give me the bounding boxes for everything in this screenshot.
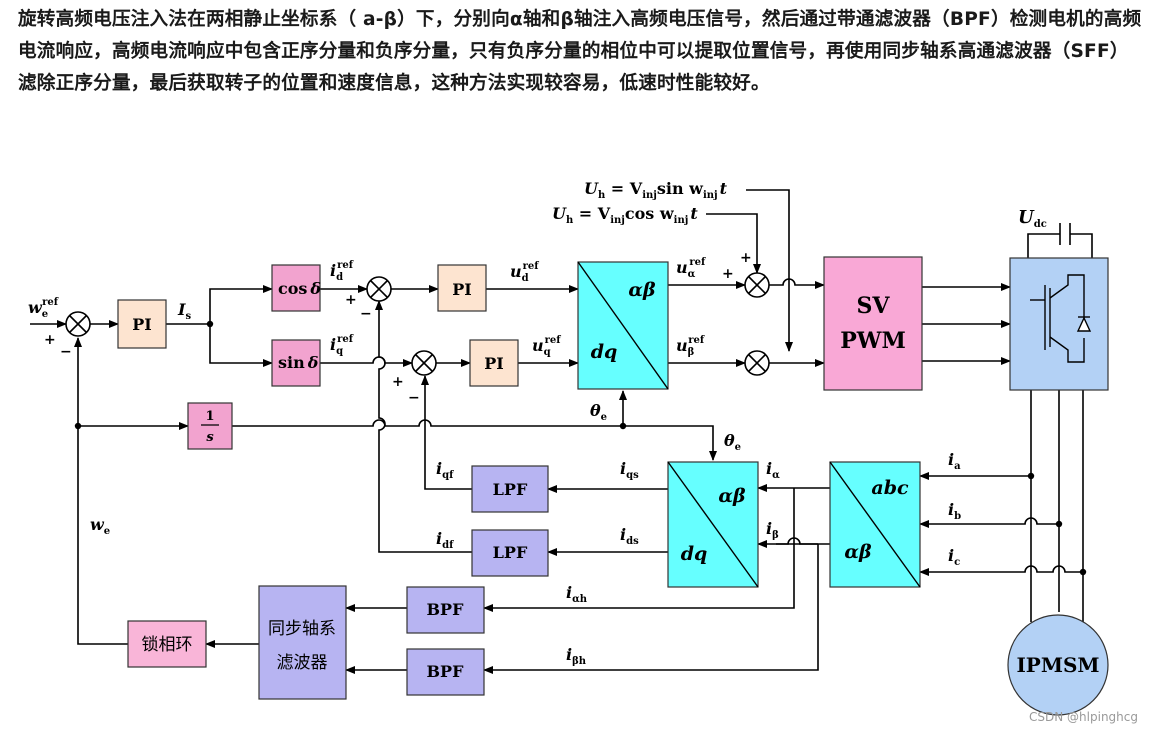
ib-label: ib — [948, 500, 961, 522]
sign-minus-d: − — [360, 306, 372, 322]
integrator-num: 1 — [205, 409, 214, 424]
ialpha-h-label: iαh — [566, 583, 588, 605]
motor-label: IPMSM — [1016, 653, 1099, 677]
sign-plus-speed: + — [44, 332, 56, 348]
inverter-block — [1009, 257, 1109, 391]
iqs-label: iqs — [620, 459, 639, 481]
ipmsm-motor — [1007, 614, 1109, 716]
svpwm-label-1: SV — [857, 293, 891, 319]
udc-label: Udc — [1018, 207, 1047, 230]
ualpha-ref-label: uαref — [676, 257, 706, 280]
sff-label-1: 同步轴系 — [268, 619, 336, 639]
sign-plus-alpha-b: + — [740, 250, 752, 266]
junction-dots — [74, 320, 1087, 576]
svpwm-label-2: PWM — [840, 328, 906, 354]
theta-to-invpark-label: θe — [590, 401, 607, 423]
signal-wires — [30, 189, 1093, 674]
pi-speed-label: PI — [132, 315, 152, 334]
pi-speed-block — [117, 299, 167, 349]
park-top-label: αβ — [718, 485, 746, 507]
sum-d — [366, 276, 392, 302]
inverse-park-bottom-label: dq — [591, 341, 618, 363]
integrator-block — [187, 402, 233, 450]
sign-plus-d: + — [345, 292, 357, 308]
pi-q-block — [469, 339, 519, 387]
sum-q — [411, 350, 437, 376]
bpf-alpha-label: BPF — [427, 600, 465, 619]
pi-q-label: PI — [484, 354, 504, 373]
ialpha-label: iα — [766, 459, 780, 481]
bpf-beta-label: BPF — [427, 662, 465, 681]
description-paragraph: 旋转高频电压注入法在两相静止坐标系（ a-β）下，分别向α轴和β轴注入高频电压信… — [18, 9, 1142, 94]
id-ref-label: idref — [330, 260, 354, 283]
ids-label: ids — [620, 525, 639, 547]
pll-block — [127, 620, 207, 668]
pi-d-label: PI — [452, 280, 472, 299]
theta-to-park-label: θe — [724, 431, 741, 453]
sum-beta-inj — [744, 350, 770, 376]
iq-ref-label: iqref — [330, 334, 354, 357]
ibeta-h-label: iβh — [566, 645, 587, 667]
sum-speed — [65, 311, 91, 337]
svpwm-block — [823, 256, 923, 391]
sign-plus-q: + — [392, 374, 404, 390]
bpf-beta-block — [406, 648, 485, 696]
sign-minus-speed: − — [60, 344, 72, 360]
idf-label: idf — [436, 529, 454, 551]
pi-d-block — [437, 264, 487, 312]
lpf-d-label: LPF — [493, 543, 528, 562]
iqf-label: iqf — [436, 459, 454, 481]
cos-block — [271, 264, 321, 312]
ic-label: ic — [948, 546, 960, 568]
sign-minus-q: − — [408, 390, 420, 406]
we-feedback-label: we — [90, 515, 110, 537]
sum-alpha-inj — [744, 272, 770, 298]
summing-junctions — [65, 272, 770, 376]
igbt-icon — [1030, 274, 1092, 363]
is-label: Is — [177, 300, 191, 322]
ibeta-label: iβ — [766, 519, 779, 541]
clarke-top-label: abc — [871, 477, 909, 499]
ibeta-hop-wire — [776, 537, 818, 545]
ia-label: ia — [948, 450, 961, 472]
lpf-q-label: LPF — [493, 480, 528, 499]
lpf-q-block — [471, 465, 549, 513]
lpf-d-block — [471, 529, 549, 577]
sff-label-2: 滤波器 — [277, 653, 328, 673]
sin-block — [271, 339, 321, 387]
speed-ref-label: weref — [28, 297, 59, 320]
ubeta-ref-label: uβref — [676, 335, 705, 358]
transform-diagonals — [577, 261, 921, 588]
inverse-park-top-label: αβ — [628, 279, 656, 301]
park-bottom-label: dq — [681, 543, 708, 565]
ud-ref-label: udref — [510, 261, 539, 284]
bpf-alpha-block — [406, 586, 485, 634]
clarke-bottom-label: αβ — [844, 541, 872, 563]
sff-block — [258, 585, 347, 700]
watermark: CSDN @hlpinghcg — [1029, 710, 1138, 724]
sign-plus-alpha-a: + — [722, 266, 734, 282]
pll-label: 锁相环 — [142, 635, 193, 655]
integrator-den: s — [206, 430, 214, 445]
uq-ref-label: uqref — [532, 335, 561, 358]
